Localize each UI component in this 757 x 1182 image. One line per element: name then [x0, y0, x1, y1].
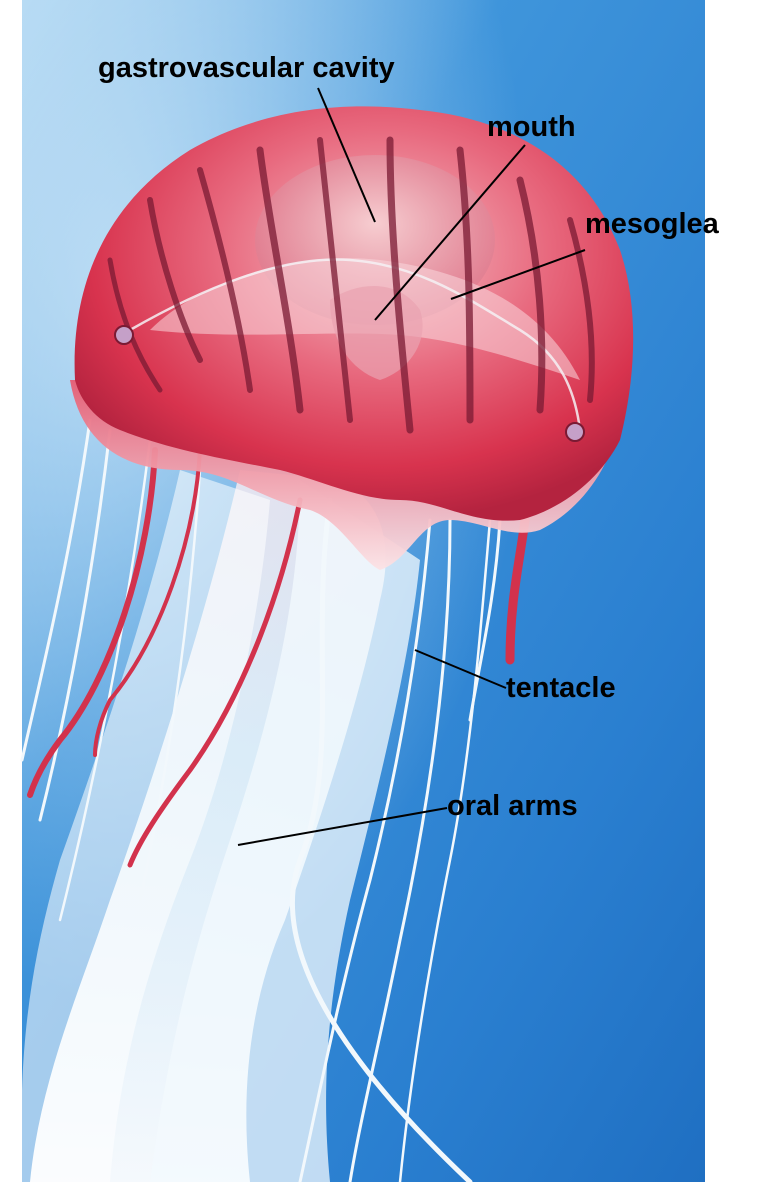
rhopalium-left: [115, 326, 133, 344]
label-mouth: mouth: [487, 113, 576, 142]
label-oral-arms: oral arms: [447, 792, 578, 821]
label-tentacle: tentacle: [506, 674, 616, 703]
label-gastrovascular-cavity: gastrovascular cavity: [98, 54, 395, 83]
label-mesoglea: mesoglea: [585, 210, 719, 239]
rhopalium-right: [566, 423, 584, 441]
